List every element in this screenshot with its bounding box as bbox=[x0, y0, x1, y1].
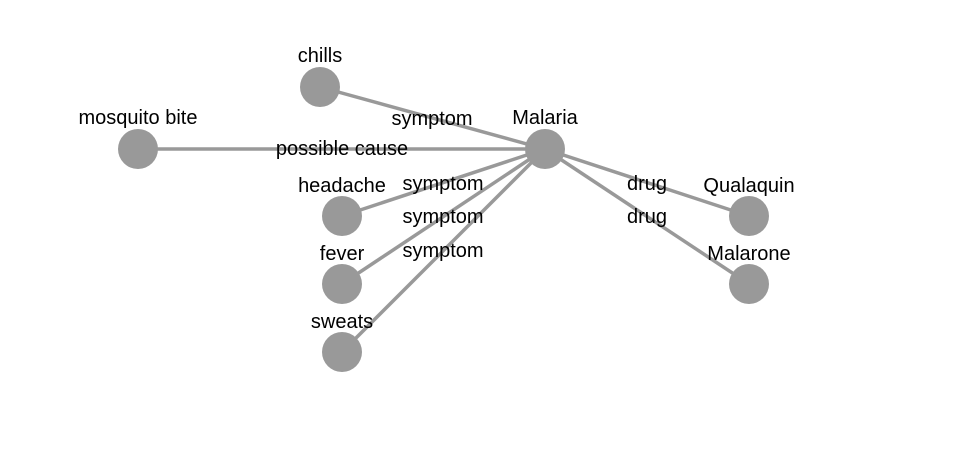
edge-labels-layer: symptom possible cause symptom symptom sympt… bbox=[276, 108, 667, 262]
node-label-mosquito-bite: mosquito bite bbox=[79, 107, 198, 129]
node-label-chills: chills bbox=[298, 45, 342, 67]
node-chills[interactable] bbox=[300, 67, 340, 107]
node-mosquito-bite[interactable] bbox=[118, 129, 158, 169]
edge-label-chills: symptom bbox=[391, 108, 472, 130]
node-fever[interactable] bbox=[322, 264, 362, 304]
edge-malaria-sweats bbox=[340, 147, 547, 354]
edge-malaria-fever bbox=[341, 147, 546, 286]
node-label-sweats: sweats bbox=[311, 311, 373, 333]
node-label-qualaquin: Qualaquin bbox=[703, 175, 794, 197]
node-malaria[interactable] bbox=[525, 129, 565, 169]
node-sweats[interactable] bbox=[322, 332, 362, 372]
edge-malaria-chills bbox=[319, 85, 546, 151]
node-label-fever: fever bbox=[320, 243, 365, 265]
node-label-malaria: Malaria bbox=[512, 107, 578, 129]
node-label-malarone: Malarone bbox=[707, 243, 790, 265]
edge-label-mosquito-bite: possible cause bbox=[276, 138, 408, 160]
edge-malaria-qualaquin bbox=[544, 147, 750, 218]
edge-malaria-malarone bbox=[544, 147, 750, 286]
node-headache[interactable] bbox=[322, 196, 362, 236]
nodes-layer bbox=[118, 67, 769, 372]
edges-layer bbox=[138, 85, 750, 354]
edge-label-headache: symptom bbox=[402, 173, 483, 195]
node-qualaquin[interactable] bbox=[729, 196, 769, 236]
edge-malaria-headache bbox=[341, 147, 546, 218]
node-malarone[interactable] bbox=[729, 264, 769, 304]
edge-label-fever: symptom bbox=[402, 206, 483, 228]
node-label-headache: headache bbox=[298, 175, 386, 197]
edge-label-sweats: symptom bbox=[402, 240, 483, 262]
edge-label-malarone: drug bbox=[627, 206, 667, 228]
edge-label-qualaquin: drug bbox=[627, 173, 667, 195]
